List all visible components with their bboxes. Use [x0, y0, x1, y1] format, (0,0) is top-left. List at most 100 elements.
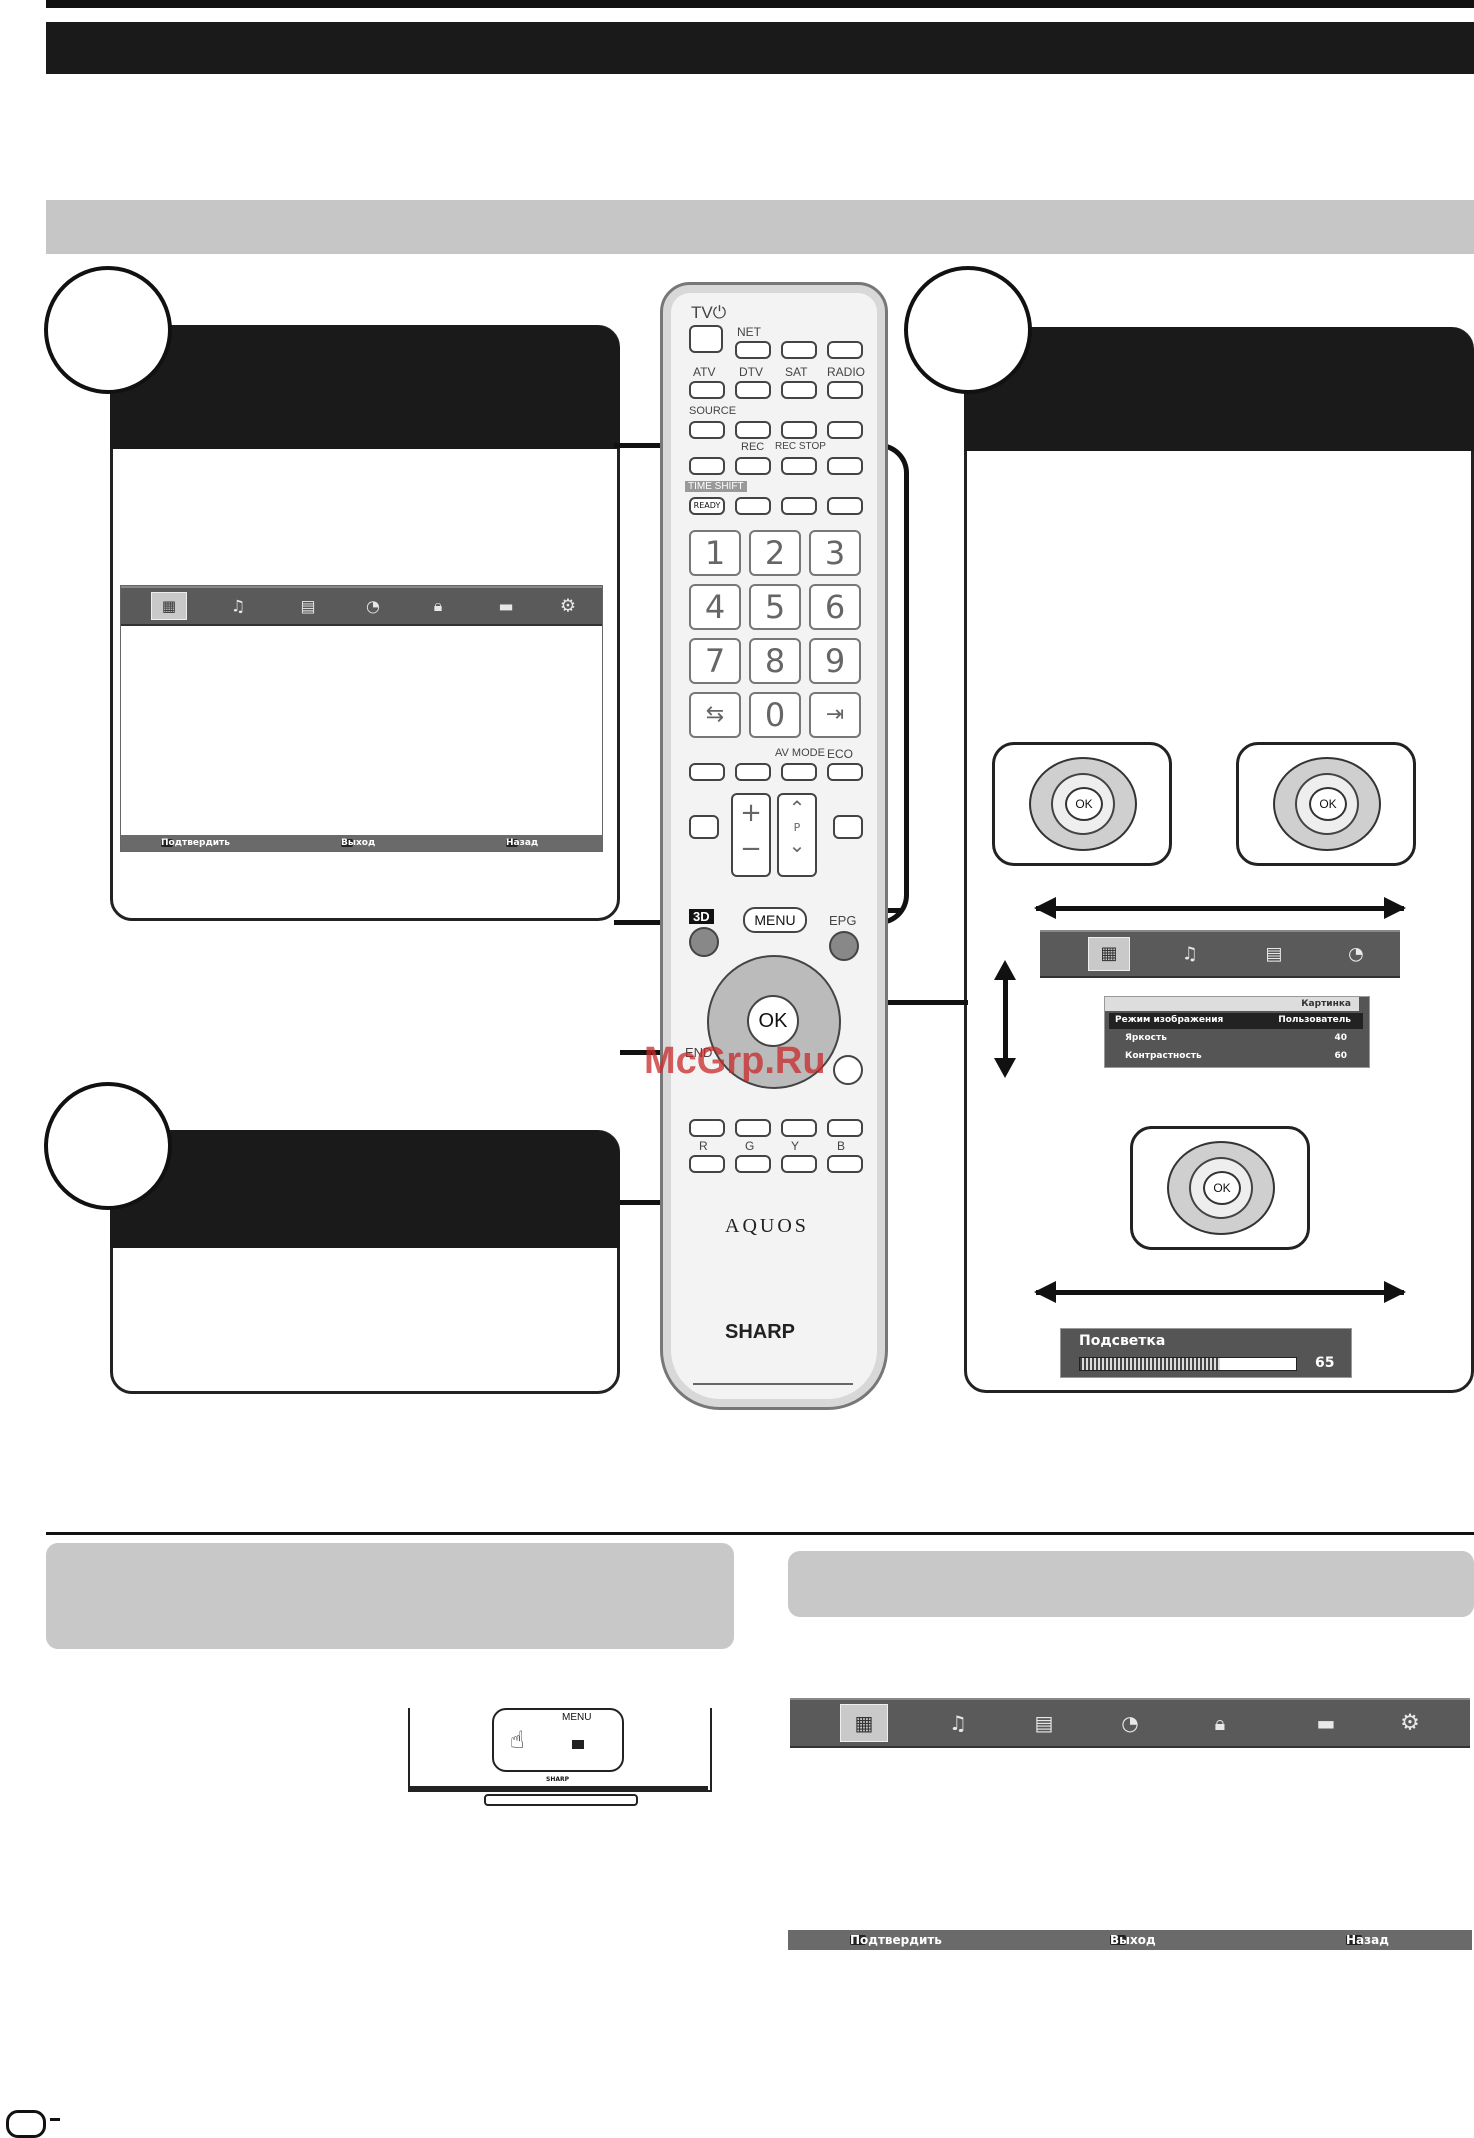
gear-icon[interactable]: ⚙ — [559, 595, 577, 617]
number-button-8[interactable]: 8 — [749, 638, 801, 684]
menu-button[interactable]: MENU — [743, 907, 807, 933]
picture-menu-panel: Картинка Режим изображения Пользователь … — [1104, 996, 1370, 1068]
input-button[interactable]: ⇥ — [809, 692, 861, 738]
channel-rocker[interactable]: ⌃ P ⌄ — [777, 793, 817, 877]
dpad-icon: OK — [1273, 757, 1381, 851]
horizontal-arrow-bottom — [1034, 1281, 1406, 1303]
rec-stop-button[interactable] — [781, 457, 817, 475]
timer-icon[interactable]: ◔ — [1121, 1711, 1139, 1735]
tv-button[interactable] — [689, 325, 723, 353]
picture-menu-title: Картинка — [1105, 997, 1359, 1011]
back-key-icon — [506, 839, 518, 847]
menu-row[interactable]: Яркость 40 — [1109, 1031, 1363, 1047]
av-mode-button[interactable] — [781, 763, 817, 781]
channel-label: P — [793, 821, 801, 834]
number-button-1[interactable]: 1 — [689, 530, 741, 576]
pause-button[interactable] — [781, 497, 817, 515]
display-icon[interactable]: ▬ — [1316, 1711, 1336, 1735]
bottom-right-header — [788, 1551, 1474, 1617]
audio-icon[interactable]: ♫ — [1181, 943, 1199, 965]
vertical-arrow-head-down — [994, 1058, 1016, 1078]
bottom-left-header — [46, 1543, 734, 1649]
number-button-6[interactable]: 6 — [809, 584, 861, 630]
blank-button[interactable] — [689, 457, 725, 475]
flashback-button[interactable]: ⇆ — [689, 692, 741, 738]
picture-icon[interactable]: ▦ — [151, 592, 187, 620]
three-d-button[interactable] — [689, 927, 719, 957]
function-button-2[interactable] — [735, 1119, 771, 1137]
display-icon[interactable]: ▬ — [498, 596, 514, 616]
timer-icon[interactable]: ◔ — [1348, 943, 1364, 965]
footer-confirm: Подтвердить — [161, 838, 230, 848]
ok-label: OK — [758, 1010, 788, 1032]
stop-button[interactable] — [827, 457, 863, 475]
teletext-button[interactable] — [781, 341, 817, 359]
sat-label: SAT — [785, 365, 808, 379]
wide-button[interactable] — [735, 763, 771, 781]
number-button-4[interactable]: 4 — [689, 584, 741, 630]
rewind-button[interactable] — [735, 421, 771, 439]
page-marker-icon — [6, 2110, 46, 2138]
timer-icon[interactable]: ◔ — [366, 596, 380, 616]
skip-back-button[interactable] — [735, 497, 771, 515]
sharp-logo: SHARP — [725, 1321, 796, 1343]
function-button-4[interactable] — [827, 1119, 863, 1137]
ready-button[interactable]: READY — [689, 497, 725, 515]
page-marker-dash — [50, 2118, 60, 2121]
picture-icon[interactable]: ▦ — [1088, 937, 1130, 971]
atv-button[interactable] — [689, 381, 725, 399]
number-button-3[interactable]: 3 — [809, 530, 861, 576]
menu-row[interactable]: Режим изображения Пользователь — [1109, 1013, 1363, 1029]
green-button[interactable] — [735, 1155, 771, 1173]
blue-button[interactable] — [827, 1155, 863, 1173]
menu-row[interactable]: Контрастность 60 — [1109, 1049, 1363, 1065]
extra-button[interactable] — [827, 341, 863, 359]
rec-stop-label: REC STOP — [775, 441, 826, 452]
gear-icon[interactable]: ⚙ — [1400, 1710, 1420, 1736]
number-button-7[interactable]: 7 — [689, 638, 741, 684]
audio-icon[interactable]: ♫ — [230, 596, 246, 616]
ok-icon: OK — [1309, 787, 1347, 821]
radio-button[interactable] — [827, 381, 863, 399]
setup-icon[interactable]: ▤ — [300, 596, 316, 616]
fast-forward-button[interactable] — [827, 421, 863, 439]
dpad-ring: OK — [1051, 773, 1115, 835]
backlight-slider-track[interactable] — [1079, 1357, 1297, 1371]
number-button-2[interactable]: 2 — [749, 530, 801, 576]
picture-icon[interactable]: ▦ — [840, 1704, 888, 1742]
eco-button[interactable] — [827, 763, 863, 781]
number-button-5[interactable]: 5 — [749, 584, 801, 630]
ok-bubble-adjust: OK — [1130, 1126, 1310, 1250]
number-button-0[interactable]: 0 — [749, 692, 801, 738]
setup-icon[interactable]: ▤ — [1265, 943, 1283, 965]
source-button[interactable] — [689, 421, 725, 439]
volume-rocker[interactable]: +− — [731, 793, 771, 877]
tv-power-label: TV⏻ — [691, 303, 727, 322]
lock-icon[interactable]: 🔒︎ — [433, 596, 443, 615]
rec-button[interactable] — [735, 457, 771, 475]
number-button-9[interactable]: 9 — [809, 638, 861, 684]
lock-icon[interactable]: 🔒︎ — [1214, 1711, 1226, 1735]
ok-button[interactable]: OK — [747, 995, 799, 1047]
mute-button[interactable] — [689, 815, 719, 839]
skip-forward-button[interactable] — [827, 497, 863, 515]
setup-icon[interactable]: ▤ — [1034, 1711, 1054, 1735]
function-button-3[interactable] — [781, 1119, 817, 1137]
net-button[interactable] — [735, 341, 771, 359]
vertical-arrow — [1003, 968, 1008, 1068]
audio-mode-button[interactable] — [689, 763, 725, 781]
menu-row-label: Контрастность — [1125, 1051, 1202, 1061]
step-3-number-circle — [904, 266, 1032, 394]
sat-button[interactable] — [781, 381, 817, 399]
audio-icon[interactable]: ♫ — [949, 1711, 967, 1735]
function-button-1[interactable] — [689, 1119, 725, 1137]
epg-button[interactable] — [829, 931, 859, 961]
ready-label: READY — [693, 501, 721, 510]
teletext-side-button[interactable] — [833, 815, 863, 839]
dtv-button[interactable] — [735, 381, 771, 399]
tv-stand — [484, 1794, 638, 1806]
return-button[interactable] — [833, 1055, 863, 1085]
red-button[interactable] — [689, 1155, 725, 1173]
play-button[interactable] — [781, 421, 817, 439]
yellow-button[interactable] — [781, 1155, 817, 1173]
